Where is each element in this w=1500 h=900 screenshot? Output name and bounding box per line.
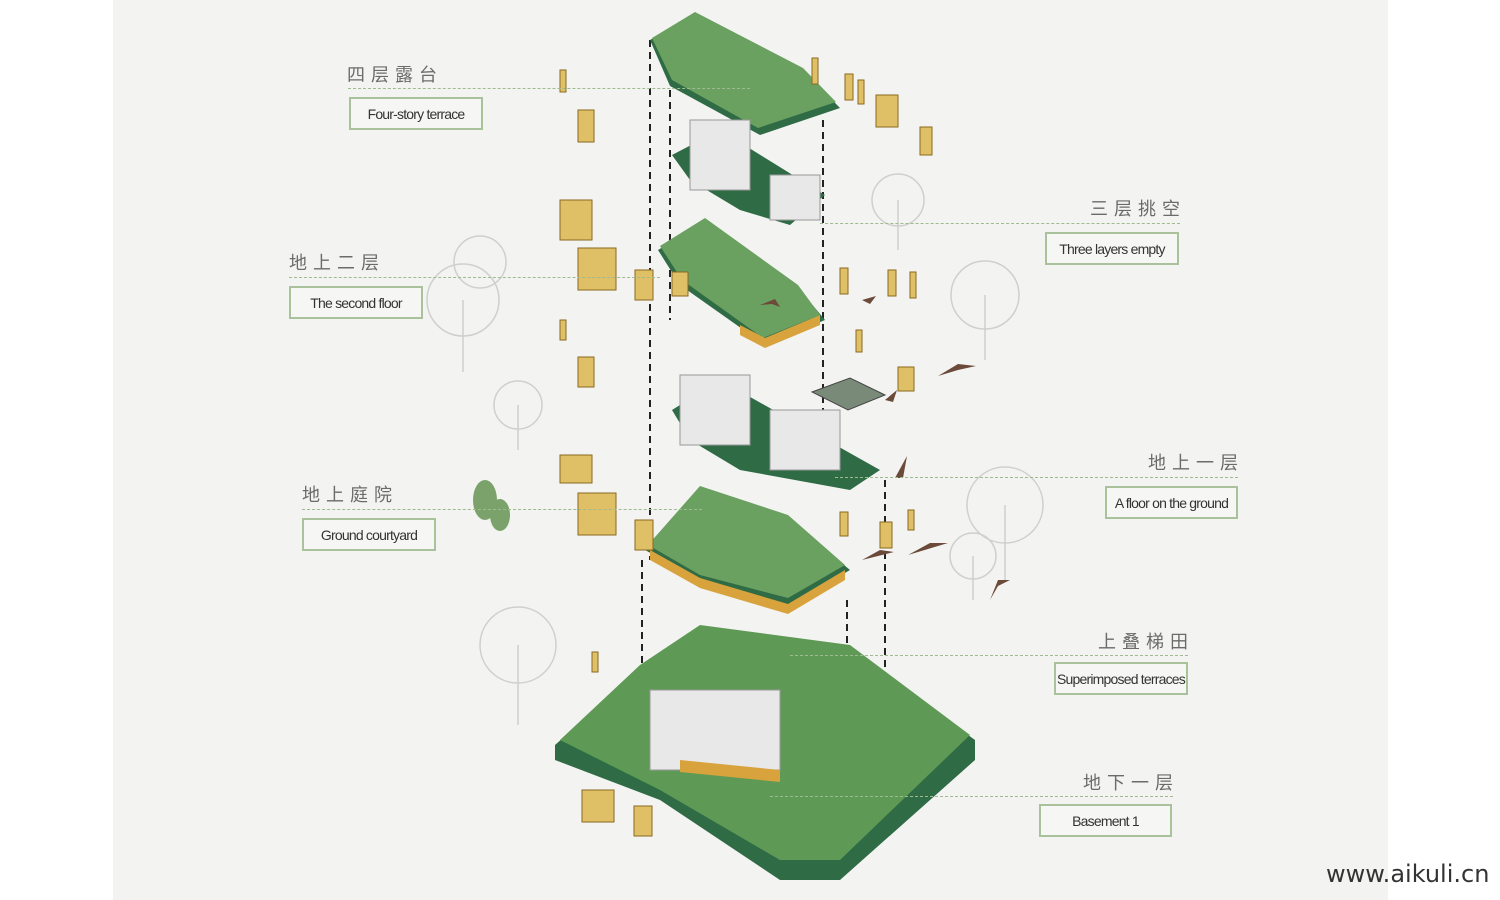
facade-panels bbox=[559, 57, 933, 837]
label-cn-first-floor: 地上一层 bbox=[1148, 453, 1244, 474]
four-story-terrace-slab bbox=[650, 12, 840, 135]
courtyard-tree bbox=[473, 480, 510, 531]
label-box-ground-courtyard: Ground courtyard bbox=[302, 518, 436, 551]
tree-outlines bbox=[426, 173, 1044, 725]
leader-line bbox=[348, 88, 750, 89]
label-cn-ground-courtyard: 地上庭院 bbox=[302, 485, 398, 506]
label-box-second-floor: The second floor bbox=[289, 286, 423, 319]
label-cn-three-layers-empty: 三层挑空 bbox=[1090, 199, 1186, 220]
label-cn-superimposed-terraces: 上叠梯田 bbox=[1098, 632, 1194, 653]
second-floor-slab bbox=[658, 218, 825, 348]
watermark: www.aikuli.cn bbox=[1326, 860, 1490, 888]
first-floor-block bbox=[672, 374, 887, 490]
terrain-base bbox=[555, 625, 975, 880]
third-floor-block bbox=[672, 119, 825, 225]
leader-line bbox=[289, 277, 660, 278]
leader-line bbox=[790, 655, 1188, 656]
bird-icons bbox=[760, 296, 1010, 600]
ground-courtyard-slab bbox=[645, 486, 850, 614]
label-box-first-floor: A floor on the ground bbox=[1105, 486, 1238, 519]
label-box-four-story-terrace: Four-story terrace bbox=[349, 97, 483, 130]
leader-line bbox=[770, 796, 1173, 797]
leader-line bbox=[835, 477, 1238, 478]
label-cn-second-floor: 地上二层 bbox=[289, 253, 385, 274]
label-box-three-layers-empty: Three layers empty bbox=[1045, 232, 1179, 265]
label-cn-basement: 地下一层 bbox=[1083, 773, 1179, 794]
label-box-basement: Basement 1 bbox=[1039, 804, 1172, 837]
leader-line bbox=[302, 509, 702, 510]
label-box-superimposed-terraces: Superimposed terraces bbox=[1054, 662, 1188, 695]
label-cn-four-story-terrace: 四层露台 bbox=[347, 65, 443, 86]
leader-line bbox=[820, 223, 1180, 224]
